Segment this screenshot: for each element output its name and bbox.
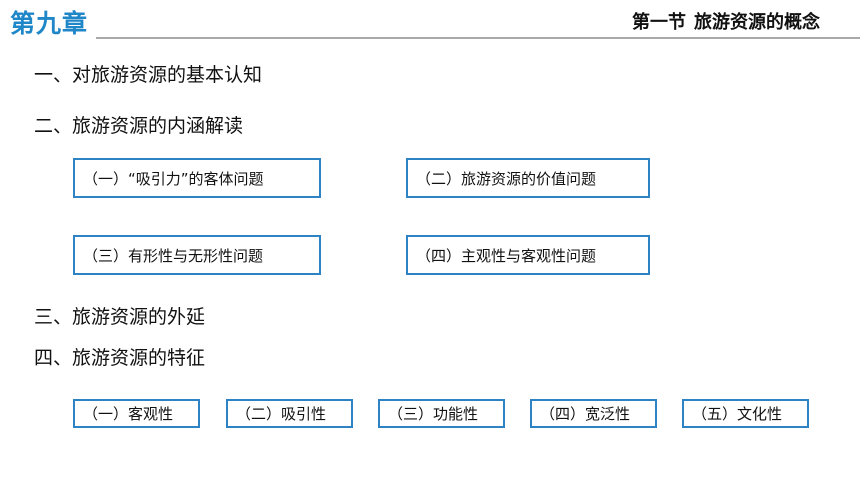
heading-characteristics: 四、旅游资源的特征: [34, 347, 206, 369]
chapter-title: 第九章: [10, 9, 89, 38]
feature-item-objectivity: （一）客观性: [73, 399, 200, 428]
section-title: 第一节旅游资源的概念: [632, 8, 820, 38]
feature-item-culture: （五）文化性: [682, 399, 809, 428]
connotation-item-subjectivity: （四）主观性与客观性问题: [406, 235, 650, 275]
header-divider: [96, 37, 860, 39]
feature-item-attractiveness: （二）吸引性: [226, 399, 353, 428]
connotation-item-value: （二）旅游资源的价值问题: [406, 158, 650, 198]
heading-connotation: 二、旅游资源的内涵解读: [34, 115, 244, 137]
connotation-item-tangibility: （三）有形性与无形性问题: [73, 235, 321, 275]
feature-item-breadth: （四）宽泛性: [530, 399, 657, 428]
section-name: 旅游资源的概念: [694, 12, 820, 33]
feature-item-functionality: （三）功能性: [378, 399, 505, 428]
heading-basic-cognition: 一、对旅游资源的基本认知: [34, 64, 263, 86]
section-number: 第一节: [632, 12, 686, 33]
heading-extension: 三、旅游资源的外延: [34, 306, 206, 328]
connotation-item-attraction-object: （一）“吸引力”的客体问题: [73, 158, 321, 198]
